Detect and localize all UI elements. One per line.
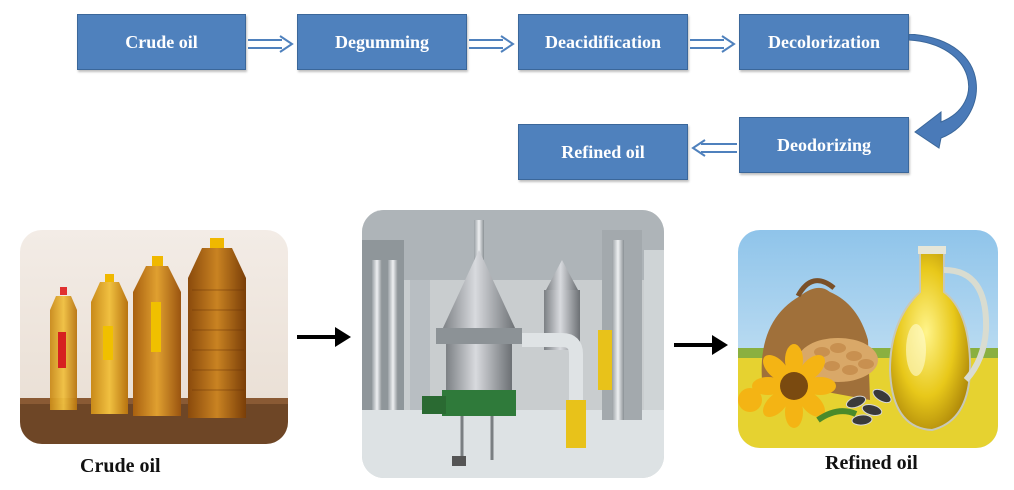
arrow-right-icon (297, 327, 351, 347)
step-deacidification: Deacidification (518, 14, 688, 70)
refined-oil-photo (738, 230, 998, 448)
step-degumming: Degumming (297, 14, 467, 70)
step-refined-oil: Refined oil (518, 124, 688, 180)
step-decolorization: Decolorization (739, 14, 909, 70)
crude-oil-photo (20, 230, 288, 444)
refinery-equipment-photo (362, 210, 664, 478)
step-deodorizing: Deodorizing (739, 117, 909, 173)
step-crude-oil: Crude oil (77, 14, 246, 70)
curved-arrow-icon (908, 34, 977, 149)
arrow-right-icon (674, 335, 728, 355)
double-arrow-right-icon (469, 35, 515, 53)
double-arrow-right-icon (690, 35, 736, 53)
double-arrow-right-icon (248, 35, 294, 53)
double-arrow-left-icon (691, 139, 737, 157)
refined-oil-caption: Refined oil (825, 452, 918, 474)
crude-oil-caption: Crude oil (80, 455, 161, 477)
